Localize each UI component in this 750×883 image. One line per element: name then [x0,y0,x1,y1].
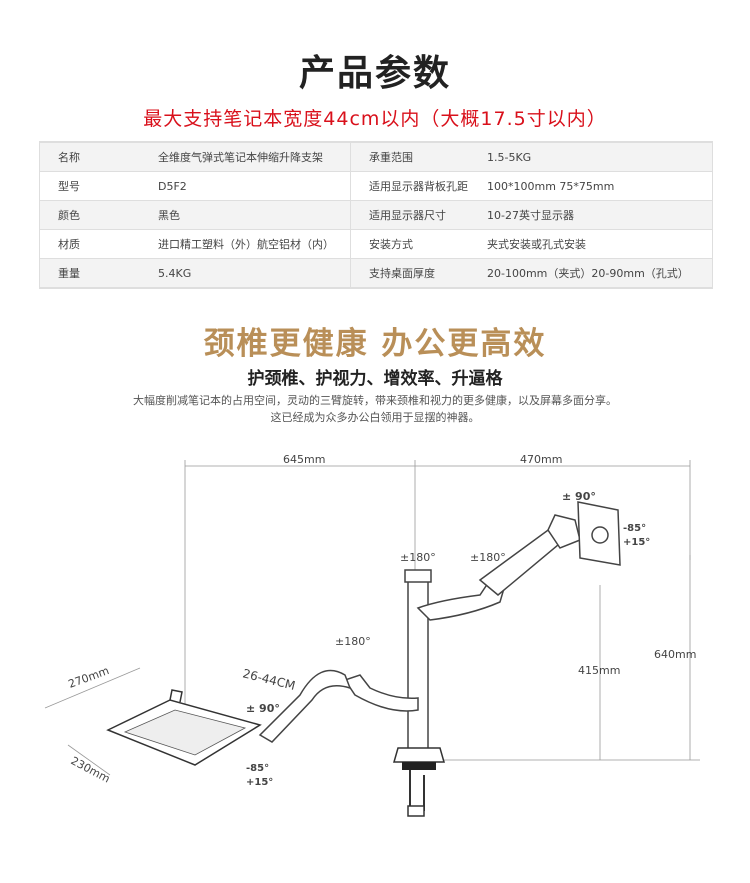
spec-value: 夹式安装或孔式安装 [469,229,712,259]
feature-description-line2: 这已经成为众多办公白领用于显摆的神器。 [270,411,480,424]
spec-key: 适用显示器尺寸 [350,200,469,230]
monitor-rotation-label: ± 90° [562,490,596,503]
monitor-arm [416,501,621,621]
dim-height1-label: 415mm [578,664,620,677]
spec-key: 重量 [40,258,140,288]
tray-width-label: 230mm [69,754,113,785]
tray-depth-label: 270mm [67,664,111,691]
spec-key: 承重范围 [350,142,469,172]
laptop-tray [106,689,262,766]
laptop-range-label: 26-44CM [241,666,296,693]
spec-key: 材质 [40,229,140,259]
spec-key: 名称 [40,142,140,172]
spec-key: 颜色 [40,200,140,230]
tray-rotation-label: ± 90° [246,702,280,715]
spec-value: 黑色 [140,200,351,230]
spec-value: D5F2 [140,171,351,201]
lower-rotation-label: ±180° [335,635,371,648]
spec-value: 10-27英寸显示器 [469,200,712,230]
page-subtitle: 最大支持笔记本宽度44cm以内（大概17.5寸以内） [143,108,607,130]
spec-key: 适用显示器背板孔距 [350,171,469,201]
tray-tilt-down-label: +15° [246,777,273,788]
spec-key: 支持桌面厚度 [350,258,469,288]
tray-arm [258,669,419,743]
spec-value: 进口精工塑料（外）航空铝材（内） [140,229,351,259]
spec-value: 20-100mm（夹式）20-90mm（孔式） [469,258,712,288]
spec-value: 5.4KG [140,258,351,288]
spec-value: 1.5-5KG [469,142,712,172]
product-dimension-diagram: 645mm 470mm 415mm 640mm 270mm 230mm 26-4… [44,453,700,817]
dimension-lines [44,460,700,776]
monitor-tilt-up-label: -85° [623,523,646,534]
spec-value: 全维度气弹式笔记本伸缩升降支架 [140,142,351,172]
dim-right-label: 470mm [520,453,562,466]
page-title: 产品参数 [298,53,451,94]
top-rotation-label-1: ±180° [400,551,436,564]
spec-value: 100*100mm 75*75mm [469,171,712,201]
dim-height2-label: 640mm [654,648,696,661]
feature-slogan: 颈椎更健康 办公更高效 [203,326,547,362]
feature-description-line1: 大幅度削减笔记本的占用空间，灵动的三臂旋转，带来颈椎和视力的更多健康，以及屏幕多… [133,394,617,407]
spec-key: 型号 [40,171,140,201]
spec-key: 安装方式 [350,229,469,259]
spec-row: 材质进口精工塑料（外）航空铝材（内）安装方式夹式安装或孔式安装 [40,229,712,259]
top-rotation-label-2: ±180° [470,551,506,564]
monitor-tilt-down-label: +15° [623,537,650,548]
feature-subslogan: 护颈椎、护视力、增效率、升逼格 [247,369,503,389]
dim-left-label: 645mm [283,453,325,466]
tray-tilt-up-label: -85° [246,763,269,774]
